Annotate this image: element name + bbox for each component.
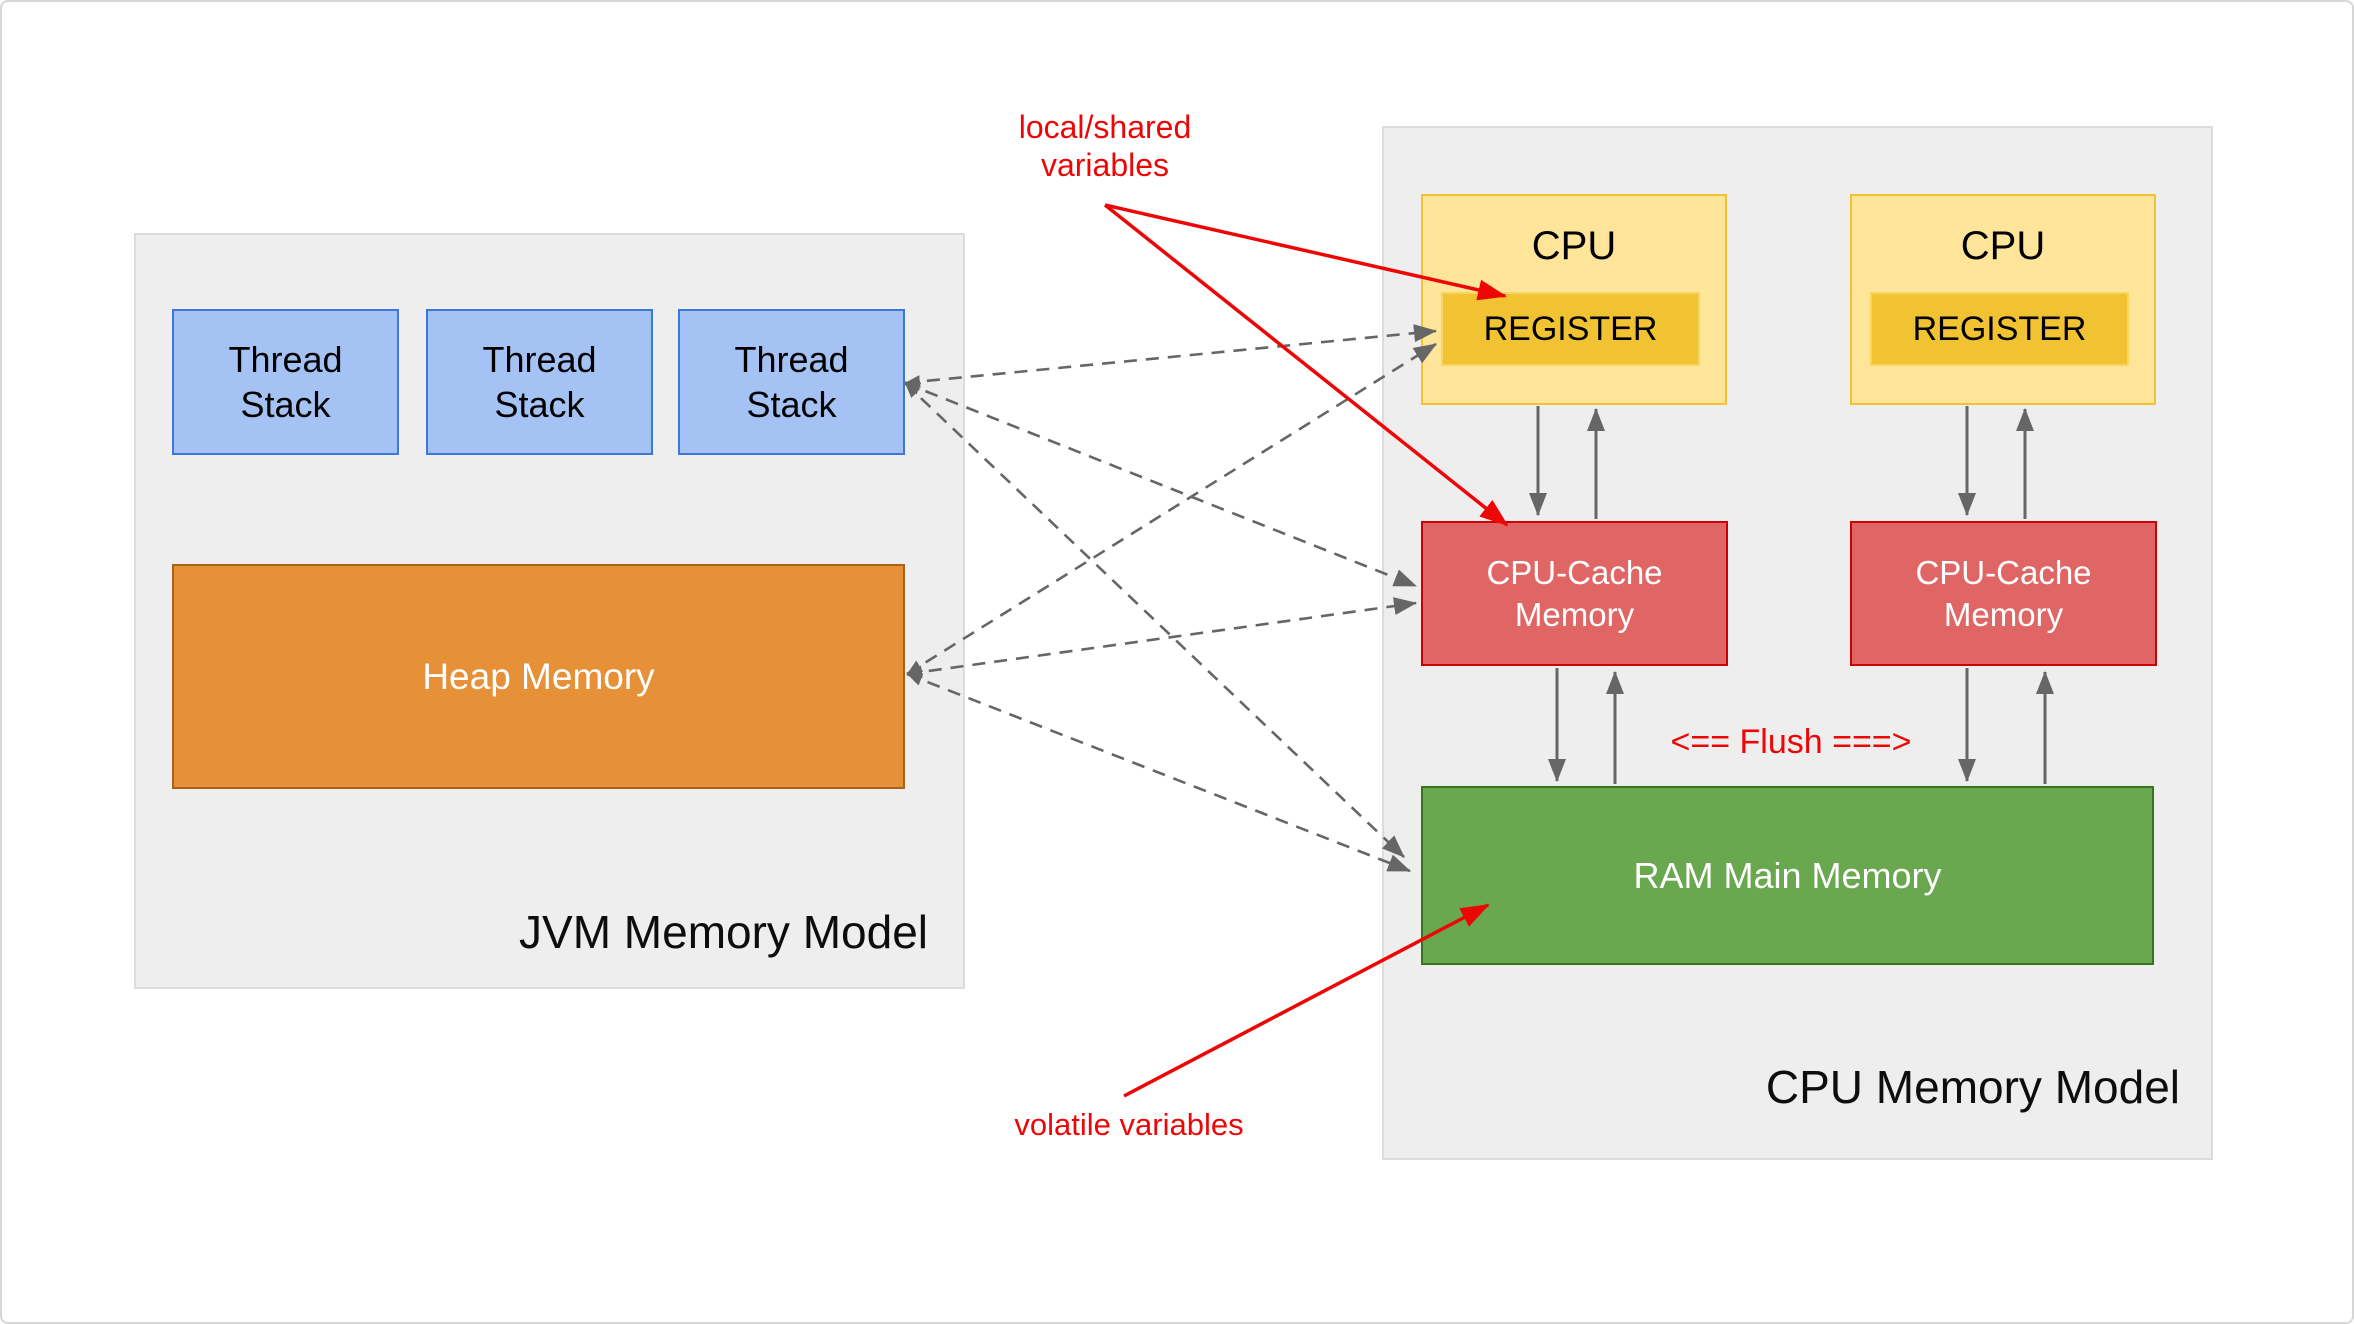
thread-stack-box-1: Thread Stack: [172, 309, 399, 455]
register-label-2: REGISTER: [1912, 309, 2087, 348]
heap-memory-box: Heap Memory: [172, 564, 905, 789]
dashed-arrow-threadstack-register: [904, 324, 1437, 389]
cpu-label-1: CPU: [1531, 224, 1617, 268]
dashed-arrow-heap-ram: [906, 672, 1411, 873]
local-shared-variables-annotation: local/shared variables: [1018, 109, 1192, 183]
thread-stack-label-3: Thread Stack: [734, 339, 849, 425]
thread-stack-label-1: Thread Stack: [228, 339, 343, 425]
cpu-cache-box-1: CPU-Cache Memory: [1421, 521, 1728, 666]
cpu-model-title: CPU Memory Model: [1765, 1061, 2180, 1113]
jvm-model-title: JVM Memory Model: [519, 906, 928, 958]
register-box-1: REGISTER: [1441, 292, 1700, 366]
cpu-cache-box-2: CPU-Cache Memory: [1850, 521, 2157, 666]
volatile-variables-annotation: volatile variables: [1014, 1107, 1244, 1142]
cpu-label-2: CPU: [1960, 224, 2046, 268]
cpu-cache-label-1: CPU-Cache Memory: [1486, 553, 1663, 633]
thread-stack-box-2: Thread Stack: [426, 309, 653, 455]
ram-main-memory-box: RAM Main Memory: [1421, 786, 2154, 965]
flush-annotation: <== Flush ===>: [1670, 723, 1912, 761]
dashed-arrow-heap-register: [906, 342, 1437, 676]
ram-main-memory-label: RAM Main Memory: [1633, 854, 1942, 896]
register-box-2: REGISTER: [1870, 292, 2129, 366]
thread-stack-box-3: Thread Stack: [678, 309, 905, 455]
dashed-arrow-threadstack-ram: [904, 382, 1405, 858]
dashed-arrow-heap-cache: [906, 597, 1417, 679]
cpu-cache-label-2: CPU-Cache Memory: [1915, 553, 2092, 633]
thread-stack-label-2: Thread Stack: [482, 339, 597, 425]
register-label-1: REGISTER: [1483, 309, 1658, 348]
dashed-arrow-threadstack-cache: [904, 381, 1417, 588]
heap-memory-label: Heap Memory: [422, 655, 655, 697]
